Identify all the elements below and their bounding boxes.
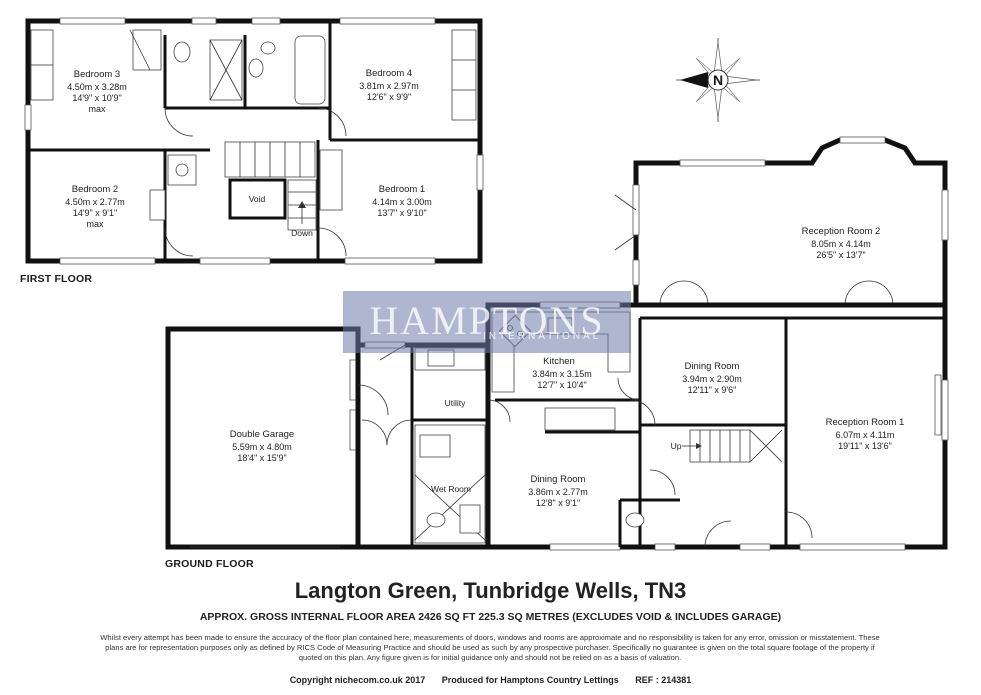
compass-letter: N [713,72,723,88]
garage-name: Double Garage [230,429,294,440]
stairs-up-label: Up [671,441,682,451]
kitchen-metric: 3.84m x 3.15m [532,369,592,379]
watermark-sub: INTERNATIONAL [483,331,602,342]
bedroom2-name: Bedroom 2 [72,184,118,195]
property-address: Langton Green, Tunbridge Wells, TN3 [294,578,687,603]
stairs-down-label: Down [291,228,313,238]
footer-produced: Produced for Hamptons Country Lettings [441,675,619,685]
ground-floor-plan: Reception Room 2 8.05m x 4.14m 26'5" x 1… [165,136,949,551]
footer-copyright: Copyright nichecom.co.uk 2017 [289,675,426,685]
bedroom3-name: Bedroom 3 [74,69,120,80]
utility-label: Utility [445,398,467,408]
first-floor-plan: Bedroom 3 4.50m x 3.28m 14'9" x 10'9" ma… [24,17,484,265]
disclaimer-text: Whilst every attempt has been made to en… [100,633,880,663]
bedroom4-name: Bedroom 4 [366,68,412,79]
dining-lower-metric: 3.86m x 2.77m [528,487,588,497]
bedroom2-metric: 4.50m x 2.77m [65,197,125,207]
reception1-metric: 6.07m x 4.11m [836,430,895,440]
bedroom2-imperial: 14'9" x 9'1" [73,208,117,218]
kitchen-name: Kitchen [543,356,575,367]
dining-lower-name: Dining Room [531,474,586,485]
reception2-metric: 8.05m x 4.14m [811,239,871,249]
reception2-imperial: 26'5" x 13'7" [816,250,865,260]
wetroom-label: Wet Room [431,484,471,494]
dining-upper-name: Dining Room [685,361,740,372]
bedroom3-note: max [88,104,106,114]
garage-imperial: 18'4" x 15'9" [237,453,286,463]
bedroom1-name: Bedroom 1 [379,184,425,195]
bedroom2-note: max [86,219,104,229]
agency-watermark: HAMPTONS INTERNATIONAL [343,291,631,353]
bedroom4-imperial: 12'6" x 9'9" [367,92,411,102]
reception2-name: Reception Room 2 [802,226,881,237]
bedroom1-imperial: 13'7" x 9'10" [377,208,426,218]
compass-icon: N [676,38,760,122]
reception1-name: Reception Room 1 [826,417,905,428]
kitchen-imperial: 12'7" x 10'4" [537,380,586,390]
void-label: Void [249,194,266,204]
watermark-main: HAMPTONS [369,298,605,343]
bedroom1-metric: 4.14m x 3.00m [372,197,432,207]
footer-ref: REF : 214381 [635,675,692,685]
floor-plan-drawing: Bedroom 3 4.50m x 3.28m 14'9" x 10'9" ma… [24,17,949,551]
bedroom3-metric: 4.50m x 3.28m [67,82,127,92]
dining-lower-imperial: 12'8" x 9'1" [536,498,580,508]
gross-area-statement: APPROX. GROSS INTERNAL FLOOR AREA 2426 S… [199,611,782,623]
garage-metric: 5.59m x 4.80m [232,442,292,452]
bedroom3-imperial: 14'9" x 10'9" [72,93,121,103]
dining-upper-metric: 3.94m x 2.90m [682,374,742,384]
void-box [228,178,287,220]
ground-floor-label: GROUND FLOOR [165,558,254,570]
dining-upper-imperial: 12'11" x 9'6" [688,385,737,395]
footer: Copyright nichecom.co.uk 2017 Produced f… [0,675,981,685]
reception1-imperial: 19'11" x 13'6" [838,441,892,451]
bedroom4-metric: 3.81m x 2.97m [359,81,419,91]
first-floor-label: FIRST FLOOR [20,273,93,285]
